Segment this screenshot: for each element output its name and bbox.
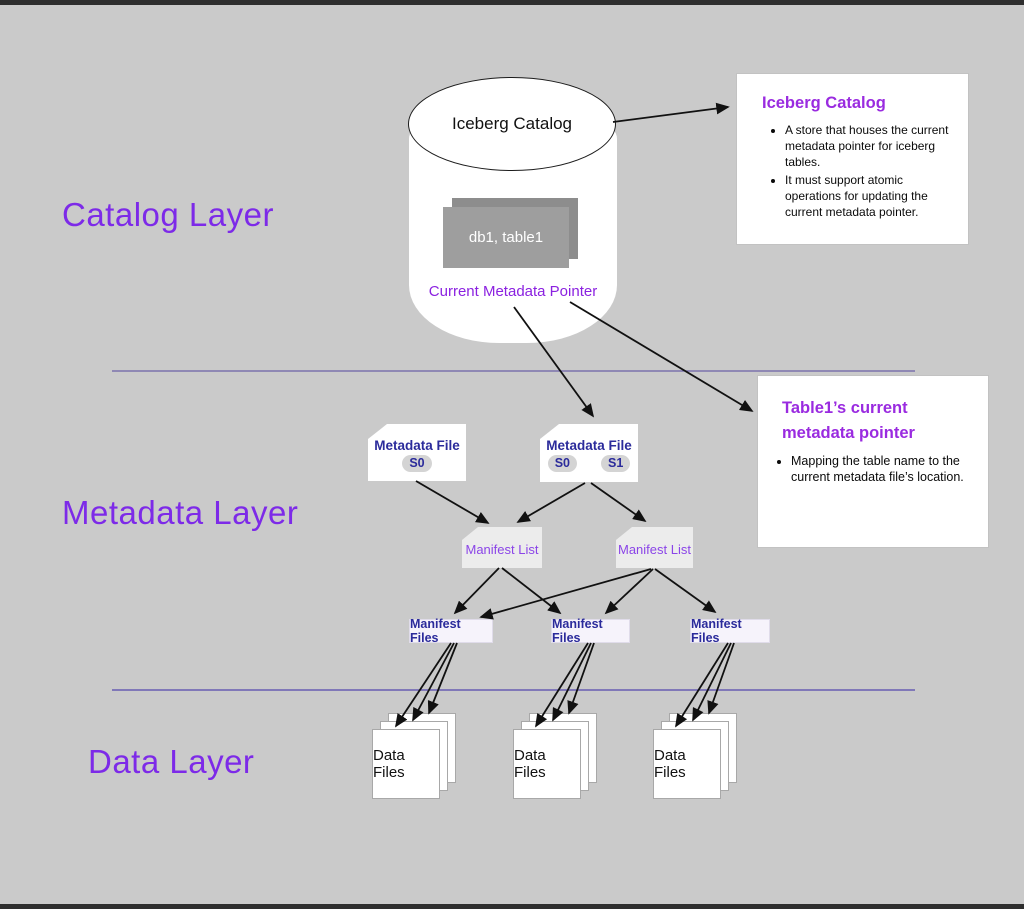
metadata-file-label: Metadata File (546, 438, 632, 453)
arrow-list2-to-files3 (654, 568, 717, 614)
catalog-cylinder-top: Iceberg Catalog (408, 77, 616, 171)
arrow-files2-to-stack2 (567, 642, 595, 715)
arrow-files1-to-stack1 (412, 642, 455, 722)
arrow-files3-to-stack3 (692, 642, 732, 722)
metadata-pointer-callout: Table1’s current metadata pointer Mappin… (758, 376, 988, 547)
catalog-layer-label: Catalog Layer (62, 196, 274, 233)
manifest-list-2: Manifest List (616, 527, 693, 568)
manifest-list-1: Manifest List (462, 527, 542, 568)
snapshot-badge-s0: S0 (547, 455, 577, 472)
callout-bullet: It must support atomic operations for up… (785, 173, 950, 221)
data-layer-label: Data Layer (88, 743, 255, 780)
callout-bullet-list: Mapping the table name to the current me… (774, 453, 974, 487)
callout-title: Table1’s current metadata pointer (782, 399, 915, 442)
metadata-file-s0-s1: Metadata File S0 S1 (540, 424, 638, 482)
bottom-border-bar (0, 904, 1024, 909)
callout-bullet-list: A store that houses the current metadata… (768, 123, 950, 221)
catalog-cylinder-title: Iceberg Catalog (451, 114, 573, 133)
arrow-list1-to-files1 (453, 567, 500, 615)
data-files-front-page: Data Files (372, 729, 440, 799)
arrow-metafile2-to-manifestlist1 (516, 482, 586, 523)
manifest-files-2: Manifest Files (552, 617, 629, 645)
top-border-bar (0, 0, 1024, 5)
iceberg-catalog-callout: Iceberg Catalog A store that houses the … (737, 74, 968, 244)
arrow-metafile1-to-manifestlist1 (415, 480, 490, 524)
arrow-files1-to-stack1 (427, 642, 458, 715)
arrow-list2-to-files2 (604, 568, 654, 615)
manifest-list-label: Manifest List (465, 542, 539, 557)
data-files-stack-2: Data Files (513, 713, 598, 800)
data-files-front-page: Data Files (513, 729, 581, 799)
arrow-list2-to-files1 (479, 568, 652, 620)
metadata-layer-label: Metadata Layer (62, 494, 299, 531)
snapshot-badge-s1: S1 (601, 455, 631, 472)
callout-bullet: A store that houses the current metadata… (785, 123, 950, 171)
arrow-files3-to-stack3 (707, 642, 735, 715)
metadata-file-s0: Metadata File S0 (368, 424, 466, 481)
arrow-catalog-to-callout1 (612, 102, 730, 123)
arrow-metafile2-to-manifestlist2 (590, 482, 647, 523)
arrow-files2-to-stack2 (552, 642, 592, 722)
manifest-files-3: Manifest Files (691, 617, 769, 645)
data-files-front-page: Data Files (653, 729, 721, 799)
snapshot-badge-s0: S0 (402, 454, 432, 472)
data-files-stack-3: Data Files (653, 713, 738, 800)
callout-bullet: Mapping the table name to the current me… (791, 453, 974, 487)
table-entry-box: db1, table1 (443, 207, 569, 268)
callout-title: Iceberg Catalog (762, 94, 886, 112)
manifest-files-1: Manifest Files (410, 617, 492, 645)
data-files-stack-1: Data Files (372, 713, 457, 800)
manifest-list-label: Manifest List (618, 542, 691, 557)
arrow-list1-to-files2 (501, 567, 562, 615)
current-metadata-pointer-label: Current Metadata Pointer (428, 283, 598, 300)
metadata-file-label: Metadata File (374, 437, 460, 453)
